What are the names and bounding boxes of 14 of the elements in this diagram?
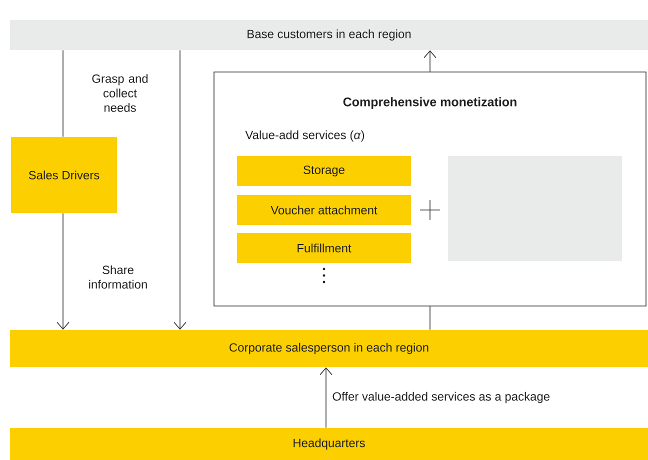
arrow [174,50,186,330]
band-box: Base customers in each region [10,20,648,50]
band-box: Headquarters [10,428,648,460]
arrow [56,212,70,330]
band-box: Corporate salesperson in each region [10,330,648,367]
process-box: Fulfillment [237,233,411,263]
annotation-text: Grasp and collect needs [92,74,148,112]
edge-label: Offer value-added services as a package [332,392,550,404]
arrow [320,367,332,428]
annotation-text: Share information [89,265,147,289]
process-box: Storage [237,156,411,186]
arrow [424,50,436,72]
process-box: Voucher attachment [237,195,411,225]
process-box: Sales Drivers [11,137,117,213]
